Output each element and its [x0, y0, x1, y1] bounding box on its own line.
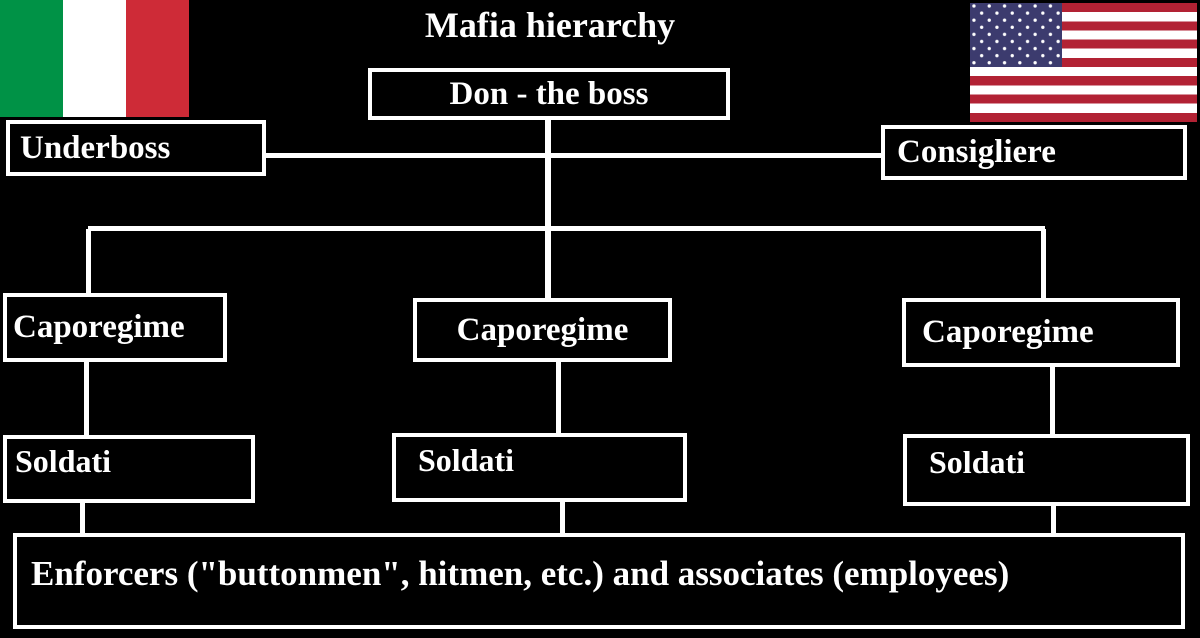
connector-drop-caporegime-3: [1041, 229, 1046, 298]
node-soldati-1: Soldati: [3, 435, 255, 503]
connector-soldati2-enforcers: [560, 502, 565, 533]
diagram-title: Mafia hierarchy: [424, 5, 676, 45]
node-soldati-3: Soldati: [903, 434, 1190, 506]
italy-flag-white-band: [63, 0, 126, 117]
connector-caporegime1-soldati1: [84, 362, 89, 435]
connector-soldati3-enforcers: [1051, 506, 1056, 533]
usa-flag-star-field: [970, 3, 1062, 67]
node-consigliere-label: Consigliere: [897, 134, 1056, 170]
connector-caporegime2-soldati2: [556, 362, 561, 433]
connector-drop-caporegime-1: [86, 229, 91, 293]
connector-soldati1-enforcers: [80, 503, 85, 533]
connector-caporegime3-soldati3: [1050, 367, 1055, 434]
node-underboss: Underboss: [6, 120, 266, 176]
node-caporegime-3-label: Caporegime: [922, 314, 1094, 350]
node-don: Don - the boss: [368, 68, 730, 120]
node-caporegime-1: Caporegime: [3, 293, 227, 362]
node-soldati-3-label: Soldati: [929, 444, 1026, 480]
node-underboss-label: Underboss: [20, 129, 171, 166]
node-enforcers-label: Enforcers ("buttonmen", hitmen, etc.) an…: [31, 554, 1010, 593]
node-caporegime-2: Caporegime: [413, 298, 672, 362]
node-soldati-2-label: Soldati: [418, 442, 515, 478]
node-caporegime-1-label: Caporegime: [13, 309, 185, 345]
italy-flag-green-band: [0, 0, 63, 117]
usa-flag: [970, 3, 1197, 122]
node-soldati-2: Soldati: [392, 433, 687, 502]
node-caporegime-3: Caporegime: [902, 298, 1180, 367]
connector-don-vertical: [545, 120, 551, 298]
connector-caporegime-horizontal: [88, 226, 1045, 231]
italy-flag: [0, 0, 189, 117]
node-consigliere: Consigliere: [881, 125, 1187, 180]
node-soldati-1-label: Soldati: [15, 443, 112, 479]
node-caporegime-2-label: Caporegime: [456, 311, 629, 348]
node-enforcers: Enforcers ("buttonmen", hitmen, etc.) an…: [13, 533, 1185, 629]
connector-underboss-consigliere-horizontal: [266, 153, 881, 158]
italy-flag-red-band: [126, 0, 189, 117]
node-don-label: Don - the boss: [449, 75, 649, 112]
